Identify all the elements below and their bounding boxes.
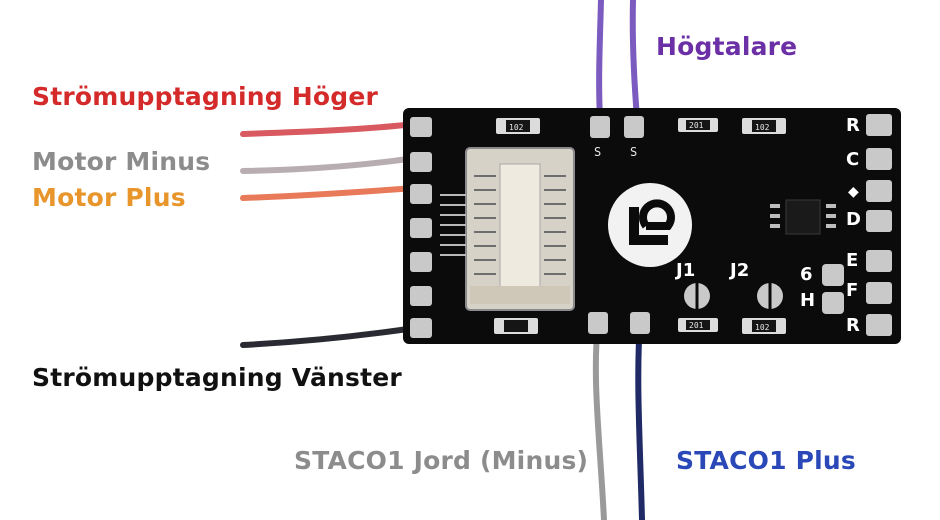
ic-chip xyxy=(770,199,836,235)
staco-pads xyxy=(588,312,650,334)
smd-resistors: 102 201 102 201 102 xyxy=(494,118,786,334)
wire-staco-plus xyxy=(635,319,645,520)
label-staco-ground: STACO1 Jord (Minus) xyxy=(294,446,589,475)
right-pads xyxy=(866,114,892,336)
pad-letter: D xyxy=(846,209,861,230)
speaker-pad-mark: S xyxy=(594,145,601,159)
jumper-label: J2 xyxy=(728,260,749,281)
left-pads xyxy=(410,117,432,338)
wire-speaker-2 xyxy=(629,0,640,121)
speaker-pad-mark: S xyxy=(630,145,637,159)
label-motor-minus: Motor Minus xyxy=(32,147,211,176)
resistor-code: 102 xyxy=(755,123,770,132)
wire-pickup-left xyxy=(240,325,418,348)
side-label: H xyxy=(800,290,815,311)
jumpers: J1 J2 xyxy=(674,260,783,309)
wire-speaker-1 xyxy=(596,0,604,121)
pad-letter: R xyxy=(846,315,860,336)
resistor-code: 102 xyxy=(755,323,770,332)
pad-letters: R C D E F R ◆ xyxy=(846,115,861,336)
pad-letter: F xyxy=(846,280,858,301)
wire-motor-plus xyxy=(240,185,418,201)
side-label: 6 xyxy=(800,264,813,285)
jumper-label: J1 xyxy=(674,260,695,281)
resistor-code: 201 xyxy=(689,121,704,130)
wire-motor-minus xyxy=(240,155,418,174)
pad-letter: E xyxy=(846,250,858,271)
resistor-code: 201 xyxy=(689,321,704,330)
label-speaker: Högtalare xyxy=(656,32,798,61)
wire-staco-ground xyxy=(592,319,607,520)
pad-diamond-icon: ◆ xyxy=(848,184,859,200)
label-pickup-left: Strömupptagning Vänster xyxy=(32,363,402,392)
pad-letter: R xyxy=(846,115,860,136)
brand-logo-icon xyxy=(608,183,692,267)
board-connector xyxy=(440,147,575,311)
label-staco-plus: STACO1 Plus xyxy=(676,446,856,475)
wire-pickup-right xyxy=(240,121,418,137)
pad-letter: C xyxy=(846,149,859,170)
speaker-pads xyxy=(590,116,644,138)
side-labels: 6 H xyxy=(800,264,844,314)
label-pickup-right: Strömupptagning Höger xyxy=(32,82,379,111)
label-motor-plus: Motor Plus xyxy=(32,183,186,212)
resistor-code: 102 xyxy=(509,123,524,132)
